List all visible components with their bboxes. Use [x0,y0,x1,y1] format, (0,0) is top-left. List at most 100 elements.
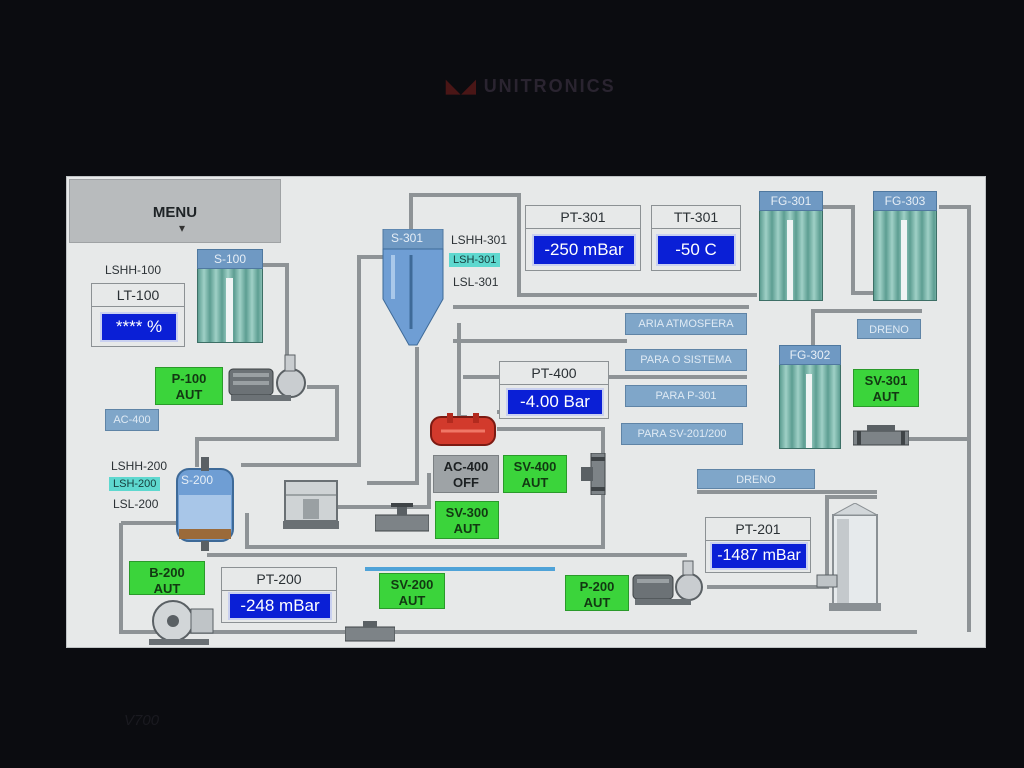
lsh301-badge: LSH-301 [449,253,501,267]
menu-button[interactable]: MENU [69,179,281,243]
lt100-title: LT-100 [92,284,184,307]
pt301-value[interactable]: -250 mBar [532,234,636,266]
tank-s100[interactable]: S-100 [197,249,263,343]
ac400-button-tag: AC-400 [443,459,489,474]
valve-sv301-icon[interactable] [853,423,909,453]
lshh301-label: LSHH-301 [451,233,508,247]
pump-p100-icon[interactable] [227,353,309,407]
lt100-value[interactable]: **** % [100,312,178,342]
sv301-button[interactable]: SV-301 AUT [853,369,919,407]
pt301-panel: PT-301 -250 mBar [525,205,641,271]
sv300-button[interactable]: SV-300 AUT [435,501,499,539]
tank-s100-label: S-100 [197,249,263,269]
tank-fg301-label: FG-301 [759,191,823,211]
lsl301-label: LSL-301 [453,275,499,289]
tt301-title: TT-301 [652,206,740,229]
tank-fg302[interactable]: FG-302 [779,345,841,449]
pt201-title: PT-201 [706,518,810,541]
pipe-s301-top [409,193,757,297]
condenser-icon[interactable] [813,503,887,615]
p100-button[interactable]: P-100 AUT [155,367,223,405]
pt400-panel: PT-400 -4.00 Bar [499,361,609,419]
s301-label: S-301 [391,231,424,245]
pipe-s100-p100 [263,263,289,377]
ac400-tag: AC-400 [105,409,159,431]
lt100-panel: LT-100 **** % [91,283,185,347]
ac400-button-mode: OFF [453,475,479,490]
pt201-panel: PT-201 -1487 mBar [705,517,811,573]
blower-b200-icon[interactable] [143,597,217,645]
pipe-s301-bottom [367,347,419,485]
ac400-button[interactable]: AC-400 OFF [433,455,499,493]
pt400-value[interactable]: -4.00 Bar [506,388,604,416]
tank-fg303-body [873,209,937,301]
lsl200-label: LSL-200 [113,497,159,511]
tank-fg303[interactable]: FG-303 [873,191,937,301]
pipe-sv300 [337,473,431,509]
pipe-ac400-right [245,427,605,549]
lsh200-badge: LSH-200 [109,477,161,491]
valve-sv200-icon[interactable] [345,621,395,645]
tank-fg302-body [779,363,841,449]
pipe-fg301-fg303 [823,205,873,295]
p200-button[interactable]: P-200 AUT [565,575,629,611]
p200-tag: P-200 [579,579,615,594]
device-model: V700 [124,712,160,729]
filter-unit-icon[interactable] [281,475,341,533]
pipe-bottom-header [119,523,917,634]
para-p301-tag: PARA P-301 [625,385,747,407]
pipe-fg303-right [939,205,971,632]
pipe-s301-left [241,255,385,467]
pt200-value[interactable]: -248 mBar [228,592,332,620]
tank-fg303-label: FG-303 [873,191,937,211]
sv301-tag: SV-301 [864,373,908,388]
tank-s100-body [197,267,263,343]
lshh100-label: LSHH-100 [105,263,162,277]
tank-fg301[interactable]: FG-301 [759,191,823,301]
pt200-panel: PT-200 -248 mBar [221,567,337,623]
tt301-value[interactable]: -50 C [656,234,736,266]
pipe-ac400-loop [457,323,467,419]
pointer-icon: ▾ [179,221,186,235]
pt200-title: PT-200 [222,568,336,591]
sv200-button[interactable]: SV-200 AUT [379,573,445,609]
tank-fg302-label: FG-302 [779,345,841,365]
tt301-panel: TT-301 -50 C [651,205,741,271]
tank-fg301-body [759,209,823,301]
menu-label: MENU [152,204,198,221]
hmi-screen: MENU ▾ S-100 LSHH-100 LT-100 **** % P-10… [66,176,986,648]
pipe-fg302-top [811,309,922,347]
sv400-button[interactable]: SV-400 AUT [503,455,567,493]
pipe-p100-loop [195,385,339,467]
pump-p200-icon[interactable] [631,559,705,611]
sv300-tag: SV-300 [445,505,489,520]
pt400-title: PT-400 [500,362,608,385]
pt301-title: PT-301 [526,206,640,229]
p200-mode: AUT [583,595,611,610]
valve-sv400-icon[interactable] [579,453,619,495]
b200-tag: B-200 [149,565,185,580]
unitronics-logo-icon: ◣◢ [446,76,478,96]
s200-label: S-200 [181,473,214,487]
dreno-top-tag: DRENO [857,319,921,339]
pt201-value[interactable]: -1487 mBar [710,542,808,570]
sv200-mode: AUT [398,593,426,608]
tank-s301-icon[interactable] [381,229,447,351]
sv400-tag: SV-400 [513,459,557,474]
para-sv-tag: PARA SV-201/200 [621,423,743,445]
sv200-tag: SV-200 [390,577,434,592]
b200-button[interactable]: B-200 AUT [129,561,205,596]
p100-tag: P-100 [171,371,207,386]
valve-sv300-icon[interactable] [375,503,429,537]
dreno-mid-tag: DRENO [697,469,815,489]
pipe-pt201 [707,495,877,589]
heater-ac400-icon[interactable] [427,413,499,451]
b200-mode: AUT [153,581,181,596]
tank-s200-icon[interactable] [173,455,237,555]
sv400-mode: AUT [521,475,549,490]
device-brand: ◣◢UNITRONICS [446,76,616,97]
lshh200-label: LSHH-200 [111,459,168,473]
aria-atmosfera-tag: ARIA ATMOSFERA [625,313,747,335]
p100-mode: AUT [175,387,203,402]
brand-text: UNITRONICS [483,76,616,96]
